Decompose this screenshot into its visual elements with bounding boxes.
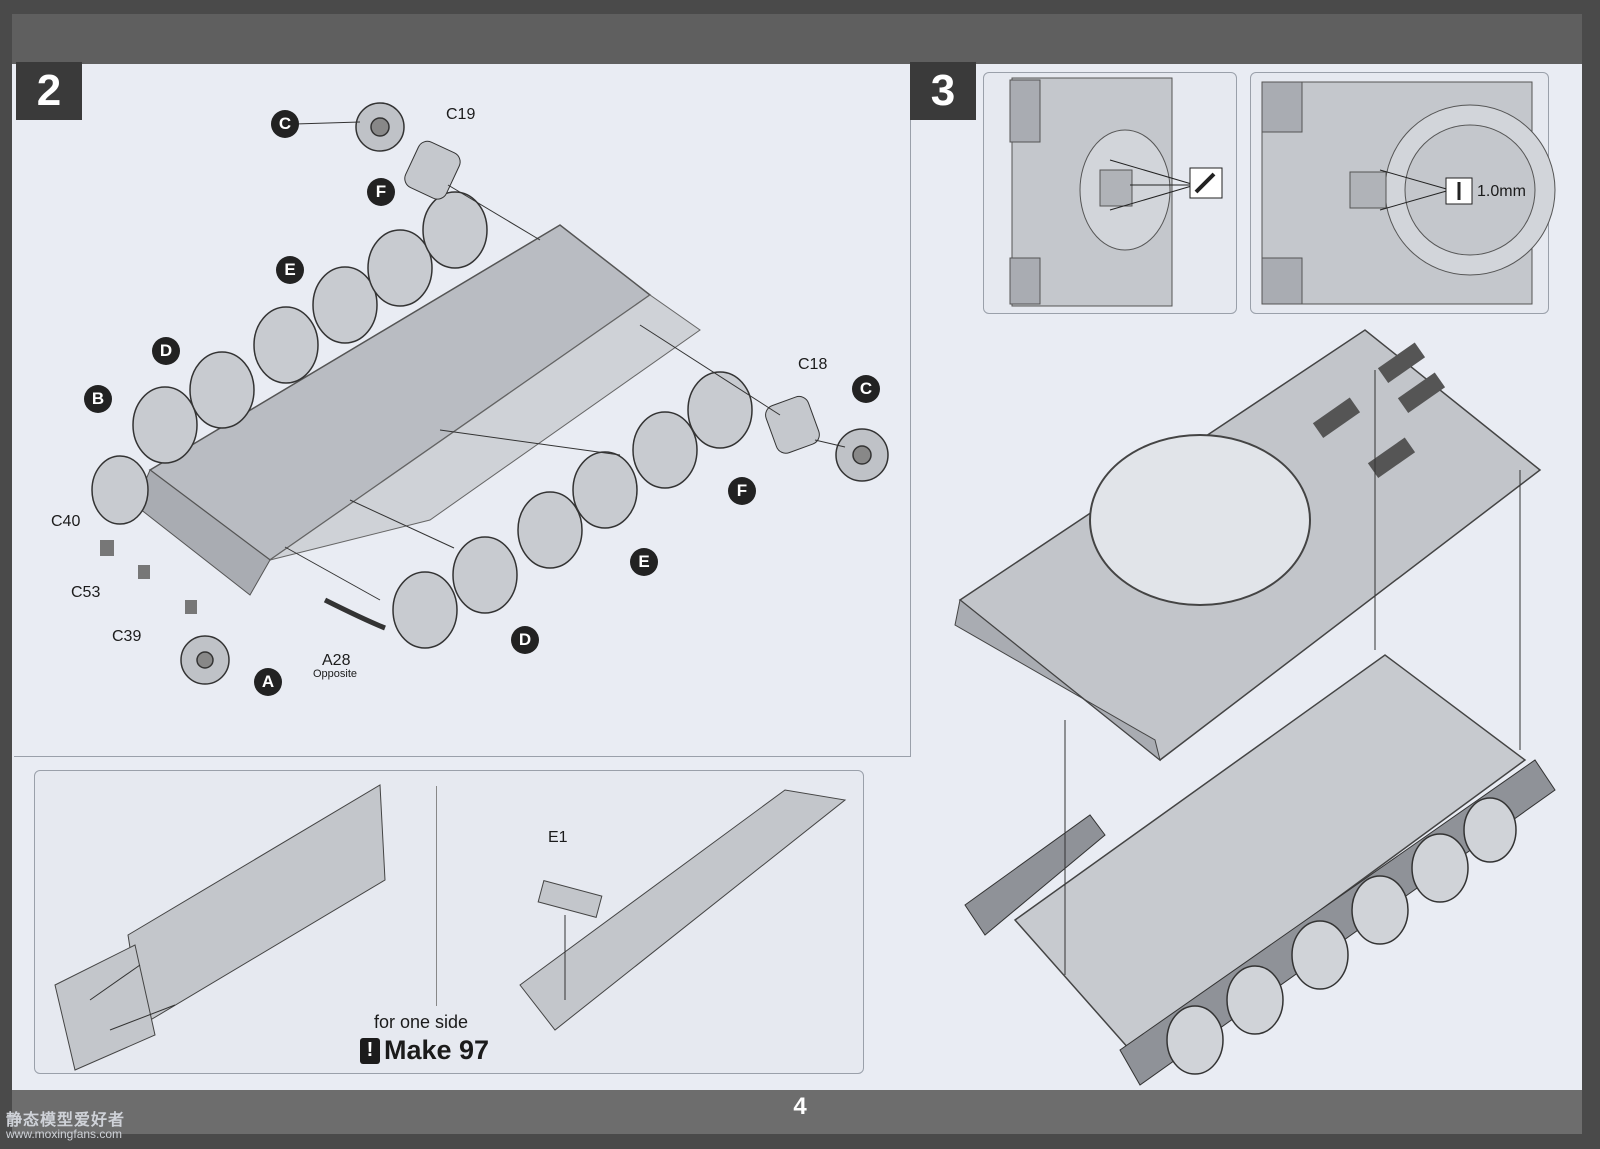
sprocket-upper xyxy=(355,102,405,152)
idler-a xyxy=(180,635,230,685)
badge-c-lower: C xyxy=(852,375,880,403)
part-c39 xyxy=(185,600,197,614)
label-e1: E1 xyxy=(548,829,568,846)
label-a28: A28 xyxy=(322,652,351,669)
watermark-title: 静态模型爱好者 xyxy=(6,1112,126,1129)
watermark-url: www.moxingfans.com xyxy=(6,1127,123,1141)
hull-lower-diagram xyxy=(91,102,889,685)
step3-number: 3 xyxy=(910,62,976,120)
make-count: ! Make 97 xyxy=(360,1035,489,1066)
label-c53: C53 xyxy=(71,584,101,601)
part-c40 xyxy=(100,540,114,556)
label-opposite: Opposite xyxy=(313,668,358,680)
track-left xyxy=(964,814,1106,936)
top-band xyxy=(12,14,1582,64)
bottom-band xyxy=(12,1090,1582,1134)
badge-f-upper: F xyxy=(367,178,395,206)
drill-size-label: 1.0mm xyxy=(1477,183,1526,200)
badge-f-lower: F xyxy=(728,477,756,505)
road-wheels-upper xyxy=(91,191,488,525)
part-a28 xyxy=(323,597,386,631)
page-number: 4 xyxy=(793,1093,807,1120)
track-links-left xyxy=(54,784,386,1071)
step3-detail-drawings xyxy=(1009,77,1556,307)
track-links-diagram xyxy=(54,784,847,1071)
final-drive-c18 xyxy=(765,395,820,454)
final-drive-c19 xyxy=(404,140,461,200)
badge-e-lower: E xyxy=(630,548,658,576)
badge-a: A xyxy=(254,668,282,696)
part-c53 xyxy=(138,565,150,579)
label-c40: C40 xyxy=(51,513,81,530)
lower-hull xyxy=(1013,654,1527,1052)
badge-d-lower: D xyxy=(511,626,539,654)
step2-number: 2 xyxy=(16,62,82,120)
badge-b: B xyxy=(84,385,112,413)
label-c19: C19 xyxy=(446,106,476,123)
badge-e-upper: E xyxy=(276,256,304,284)
label-c18: C18 xyxy=(798,356,828,373)
track-pad-e1 xyxy=(537,879,603,919)
upper-hull-assembly xyxy=(954,329,1556,1086)
warning-icon: ! xyxy=(360,1037,380,1064)
badge-d-upper: D xyxy=(152,337,180,365)
cement-icon xyxy=(1189,167,1223,199)
make-count-text: Make 97 xyxy=(384,1035,490,1065)
hull-belly xyxy=(269,294,701,561)
label-c39: C39 xyxy=(112,628,142,645)
track-panel-divider xyxy=(436,786,437,1006)
track-note: for one side xyxy=(374,1012,469,1032)
badge-c-upper: C xyxy=(271,110,299,138)
sprocket-lower xyxy=(835,428,889,482)
road-wheels-lower xyxy=(392,371,753,649)
turret-ring xyxy=(1089,434,1311,606)
track-links-right xyxy=(519,789,847,1031)
